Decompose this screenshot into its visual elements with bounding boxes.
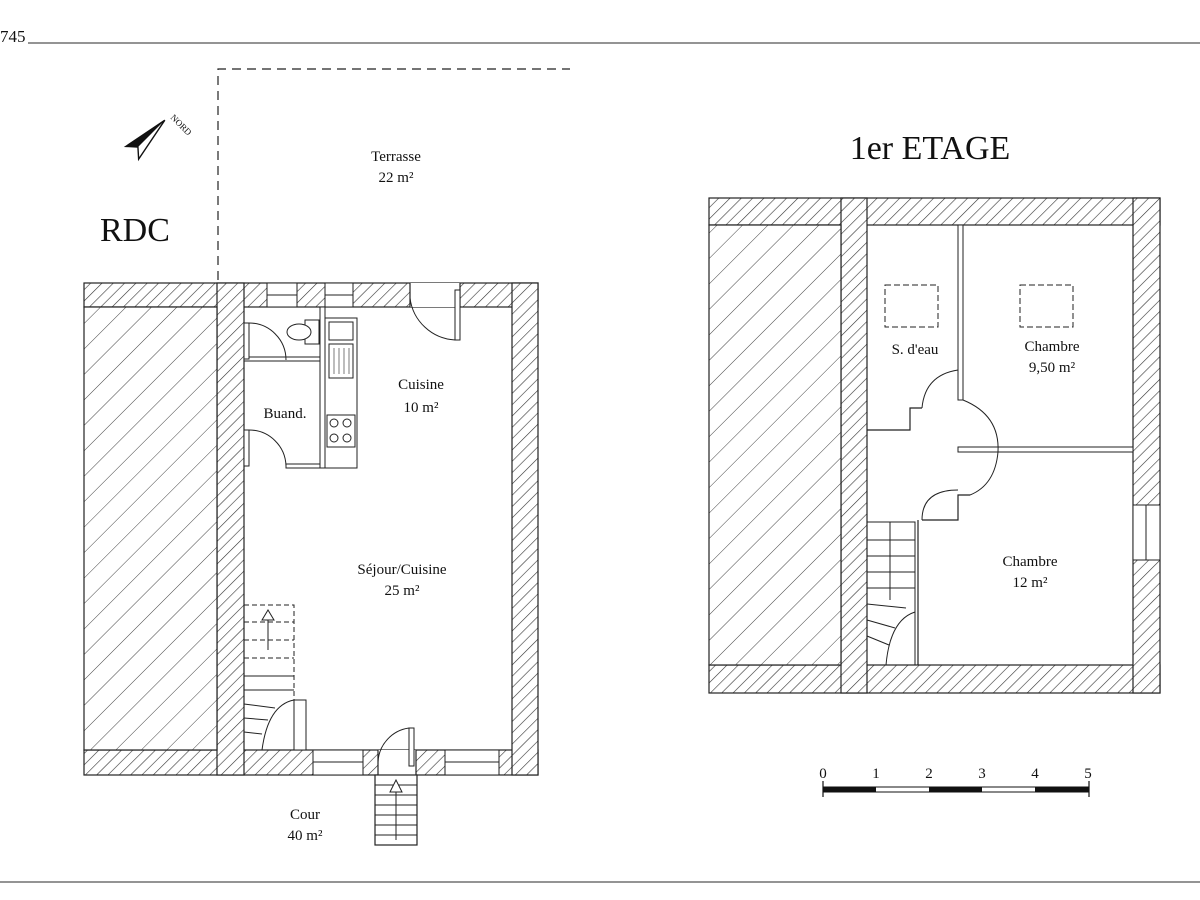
terrace-name: Terrasse [371,149,421,165]
sink-icon [328,321,354,341]
bedroom-2-area: 12 m² [1013,575,1048,591]
north-arrow-icon [123,119,166,162]
page-ref: 745 [0,27,26,46]
first-floor-plan: 1er ETAGE S. d'eau Chambre 9,50 m² Chamb… [708,130,1161,694]
scale-tick-3: 3 [978,766,986,782]
wall-north [83,282,539,308]
wall-party [216,282,245,776]
ground-floor-plan: NORD RDC Terrasse 22 m² Buand. Cuisine 1… [83,68,570,846]
ff-wall-party [840,197,868,694]
ff-wall-south [708,664,1161,694]
staircase-ground [243,604,307,751]
ff-neighbour-area [708,224,842,666]
scale-tick-4: 4 [1031,766,1039,782]
ff-wall-north [708,197,1161,226]
scale-tick-5: 5 [1084,766,1092,782]
shower-room-name: S. d'eau [892,342,939,358]
exterior-steps [374,774,418,846]
wc-icon [286,323,312,341]
kitchen-area: 10 m² [404,400,439,416]
first-floor-title: 1er ETAGE [850,130,1011,167]
bedroom-1-area: 9,50 m² [1029,360,1076,376]
header-rule [0,42,1200,883]
skylight-shower [884,284,939,328]
wall-east [511,282,539,776]
scale-bar: 0 1 2 3 4 5 [819,766,1092,797]
neighbour-area [83,306,218,751]
ff-wall-east [1132,197,1161,694]
rdc-title: RDC [100,212,170,249]
scale-tick-0: 0 [819,766,827,782]
terrace-boundary [217,68,570,280]
skylight-bedroom [1019,284,1074,328]
living-area: 25 m² [385,583,420,599]
staircase-first [866,521,916,666]
north-label: NORD [169,112,194,137]
court-area: 40 m² [288,828,323,844]
bedroom-1-name: Chambre [1025,339,1080,355]
scale-tick-2: 2 [925,766,933,782]
scale-tick-1: 1 [872,766,880,782]
laundry-name: Buand. [264,406,307,422]
bedroom-2-name: Chambre [1003,554,1058,570]
court-name: Cour [290,807,320,823]
living-name: Séjour/Cuisine [357,562,447,578]
terrace-area: 22 m² [379,170,414,186]
kitchen-name: Cuisine [398,377,444,393]
